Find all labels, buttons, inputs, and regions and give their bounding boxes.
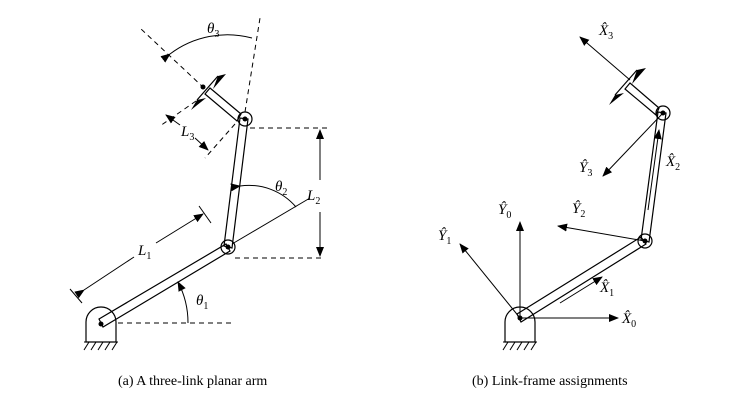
link-2 (223, 117, 249, 249)
joint-3-b (655, 105, 671, 121)
base-joint-b (504, 306, 536, 343)
X2-label: X̂2 (665, 154, 680, 173)
L1-tick-end (198, 205, 212, 224)
theta3-link3-extension (139, 27, 205, 89)
X2-axis (647, 129, 662, 211)
theta3-link2-extension (244, 17, 261, 113)
X1-axis (559, 276, 603, 304)
joint-2-b (637, 233, 653, 249)
L1-dimension-left (74, 256, 135, 299)
theta1-label: θ1 (196, 293, 208, 312)
theta3-label: θ3 (207, 21, 219, 40)
theta3-arc (160, 34, 253, 63)
link-3-b (624, 82, 660, 116)
base-joint (85, 306, 117, 343)
theta2-arc (230, 183, 297, 208)
base-ground-b (502, 341, 537, 351)
X0-label: X̂0 (621, 311, 636, 330)
caption-a: (a) A three-link planar arm (118, 374, 267, 389)
Y1-axis (459, 243, 521, 319)
X3-label: X̂3 (598, 23, 613, 42)
theta2-label: θ2 (275, 179, 287, 198)
L3-dimension-joint (194, 137, 209, 151)
panel-a: θ1 θ2 L1 L2 L3 θ3 (a) A three-link plana… (69, 17, 330, 389)
link1-extension-line (231, 197, 311, 245)
L1-label: L1 (137, 243, 151, 262)
caption-b: (b) Link-frame assignments (472, 374, 628, 389)
Y0-label: Ŷ0 (498, 201, 511, 221)
L1-tick-start (69, 288, 83, 304)
L3-dimension-tip (165, 114, 181, 126)
joint-2 (220, 239, 236, 255)
gripper-b (609, 68, 646, 105)
Y1-label: Ŷ1 (438, 227, 451, 247)
X3-axis (579, 36, 631, 81)
base-ground (83, 341, 118, 351)
link-1 (98, 243, 231, 328)
Y3-label: Ŷ3 (579, 159, 592, 179)
panel-b: X̂0 Ŷ0 Ŷ1 X̂1 Ŷ2 X̂2 Ŷ3 X̂3 (b) Link-fra… (438, 23, 680, 389)
L1-dimension-right (155, 213, 204, 244)
L3-guide-tip (159, 100, 197, 127)
link-2-b (640, 111, 667, 243)
X1-label: X̂1 (599, 280, 614, 299)
link-1-b (516, 236, 647, 323)
Y2-axis (557, 223, 646, 242)
Y3-axis (602, 112, 664, 177)
link-3 (204, 87, 242, 122)
Y2-label: Ŷ2 (572, 200, 585, 220)
theta1-arc (177, 281, 189, 324)
L3-label: L3 (180, 124, 194, 143)
L2-label: L2 (306, 188, 320, 207)
gripper (191, 74, 226, 110)
L3-guide-joint (204, 123, 236, 159)
